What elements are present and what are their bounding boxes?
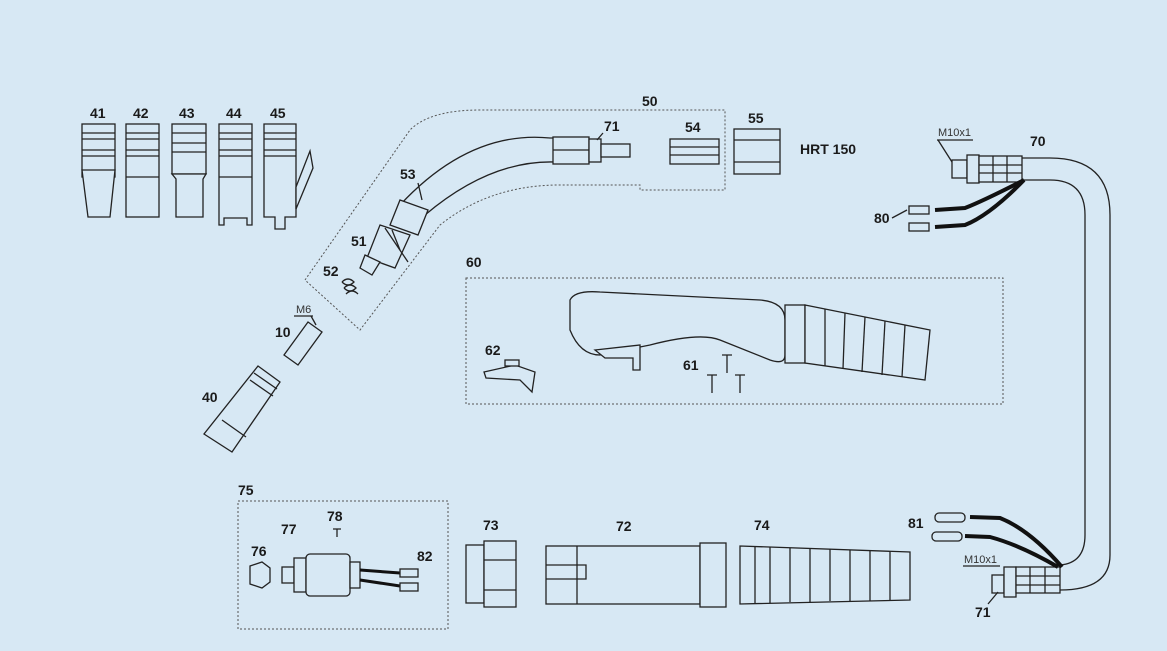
group-60-outline (465, 277, 1004, 405)
nozzle-40 (203, 365, 281, 453)
terminal-81a (934, 512, 966, 523)
terminal-81b (931, 531, 963, 542)
nozzle-41 (81, 123, 116, 218)
swan-neck (341, 136, 631, 295)
part-55 (733, 128, 781, 175)
label-52: 52 (323, 263, 339, 279)
label-76: 76 (251, 543, 267, 559)
label-70: 70 (1030, 133, 1046, 149)
label-51: 51 (351, 233, 367, 249)
wire-80a (934, 178, 1025, 212)
terminal-82a (399, 568, 419, 578)
spring-guard-74 (739, 545, 911, 605)
terminal-80a (908, 205, 930, 215)
cable-70-inner (1022, 179, 1086, 566)
label-45: 45 (270, 105, 286, 121)
label-71-bottom: 71 (975, 604, 991, 620)
label-54: 54 (685, 119, 701, 135)
wire-81a (969, 515, 1064, 569)
label-55: 55 (748, 110, 764, 126)
label-78: 78 (327, 508, 343, 524)
nozzle-44 (218, 123, 253, 226)
screws-61 (707, 354, 745, 393)
sleeve-72 (545, 542, 727, 608)
adapter-77 (281, 553, 361, 597)
label-80: 80 (874, 210, 890, 226)
label-42: 42 (133, 105, 149, 121)
label-71-top: 71 (604, 118, 620, 134)
nozzle-42 (125, 123, 160, 218)
connector-bottom (991, 566, 1061, 598)
label-82: 82 (417, 548, 433, 564)
label-43: 43 (179, 105, 195, 121)
label-74: 74 (754, 517, 770, 533)
label-60: 60 (466, 254, 482, 270)
terminal-82b (399, 582, 419, 592)
nozzle-45 (263, 123, 314, 230)
wire-80b (934, 178, 1026, 229)
thread-label-m6: M6 (296, 304, 311, 316)
label-40: 40 (202, 389, 218, 405)
trigger-62 (483, 359, 536, 394)
contact-tip-adapter-10 (283, 321, 323, 366)
label-72: 72 (616, 518, 632, 534)
label-50: 50 (642, 93, 658, 109)
handle-60 (569, 291, 931, 381)
label-53: 53 (400, 166, 416, 182)
label-44: 44 (226, 105, 242, 121)
label-10: 10 (275, 324, 291, 340)
cable-70-outer (1022, 157, 1111, 591)
connector-top (951, 154, 1023, 184)
wires-82 (359, 568, 401, 588)
thread-label-m10x1-bottom: M10x1 (964, 554, 997, 566)
label-75: 75 (238, 482, 254, 498)
nut-73 (465, 540, 517, 608)
screw-78 (333, 528, 341, 537)
terminal-80b (908, 222, 930, 232)
label-41: 41 (90, 105, 106, 121)
part-54 (669, 138, 720, 165)
model-name: HRT 150 (800, 141, 856, 157)
label-81: 81 (908, 515, 924, 531)
label-62: 62 (485, 342, 501, 358)
thread-label-m10x1-top: M10x1 (938, 127, 971, 139)
nut-76 (249, 561, 271, 589)
label-73: 73 (483, 517, 499, 533)
group-75-outline (237, 500, 449, 630)
label-77: 77 (281, 521, 297, 537)
nozzle-43 (170, 123, 208, 218)
group-50-outline (304, 109, 726, 331)
wire-81b (964, 534, 1060, 569)
label-61: 61 (683, 357, 699, 373)
